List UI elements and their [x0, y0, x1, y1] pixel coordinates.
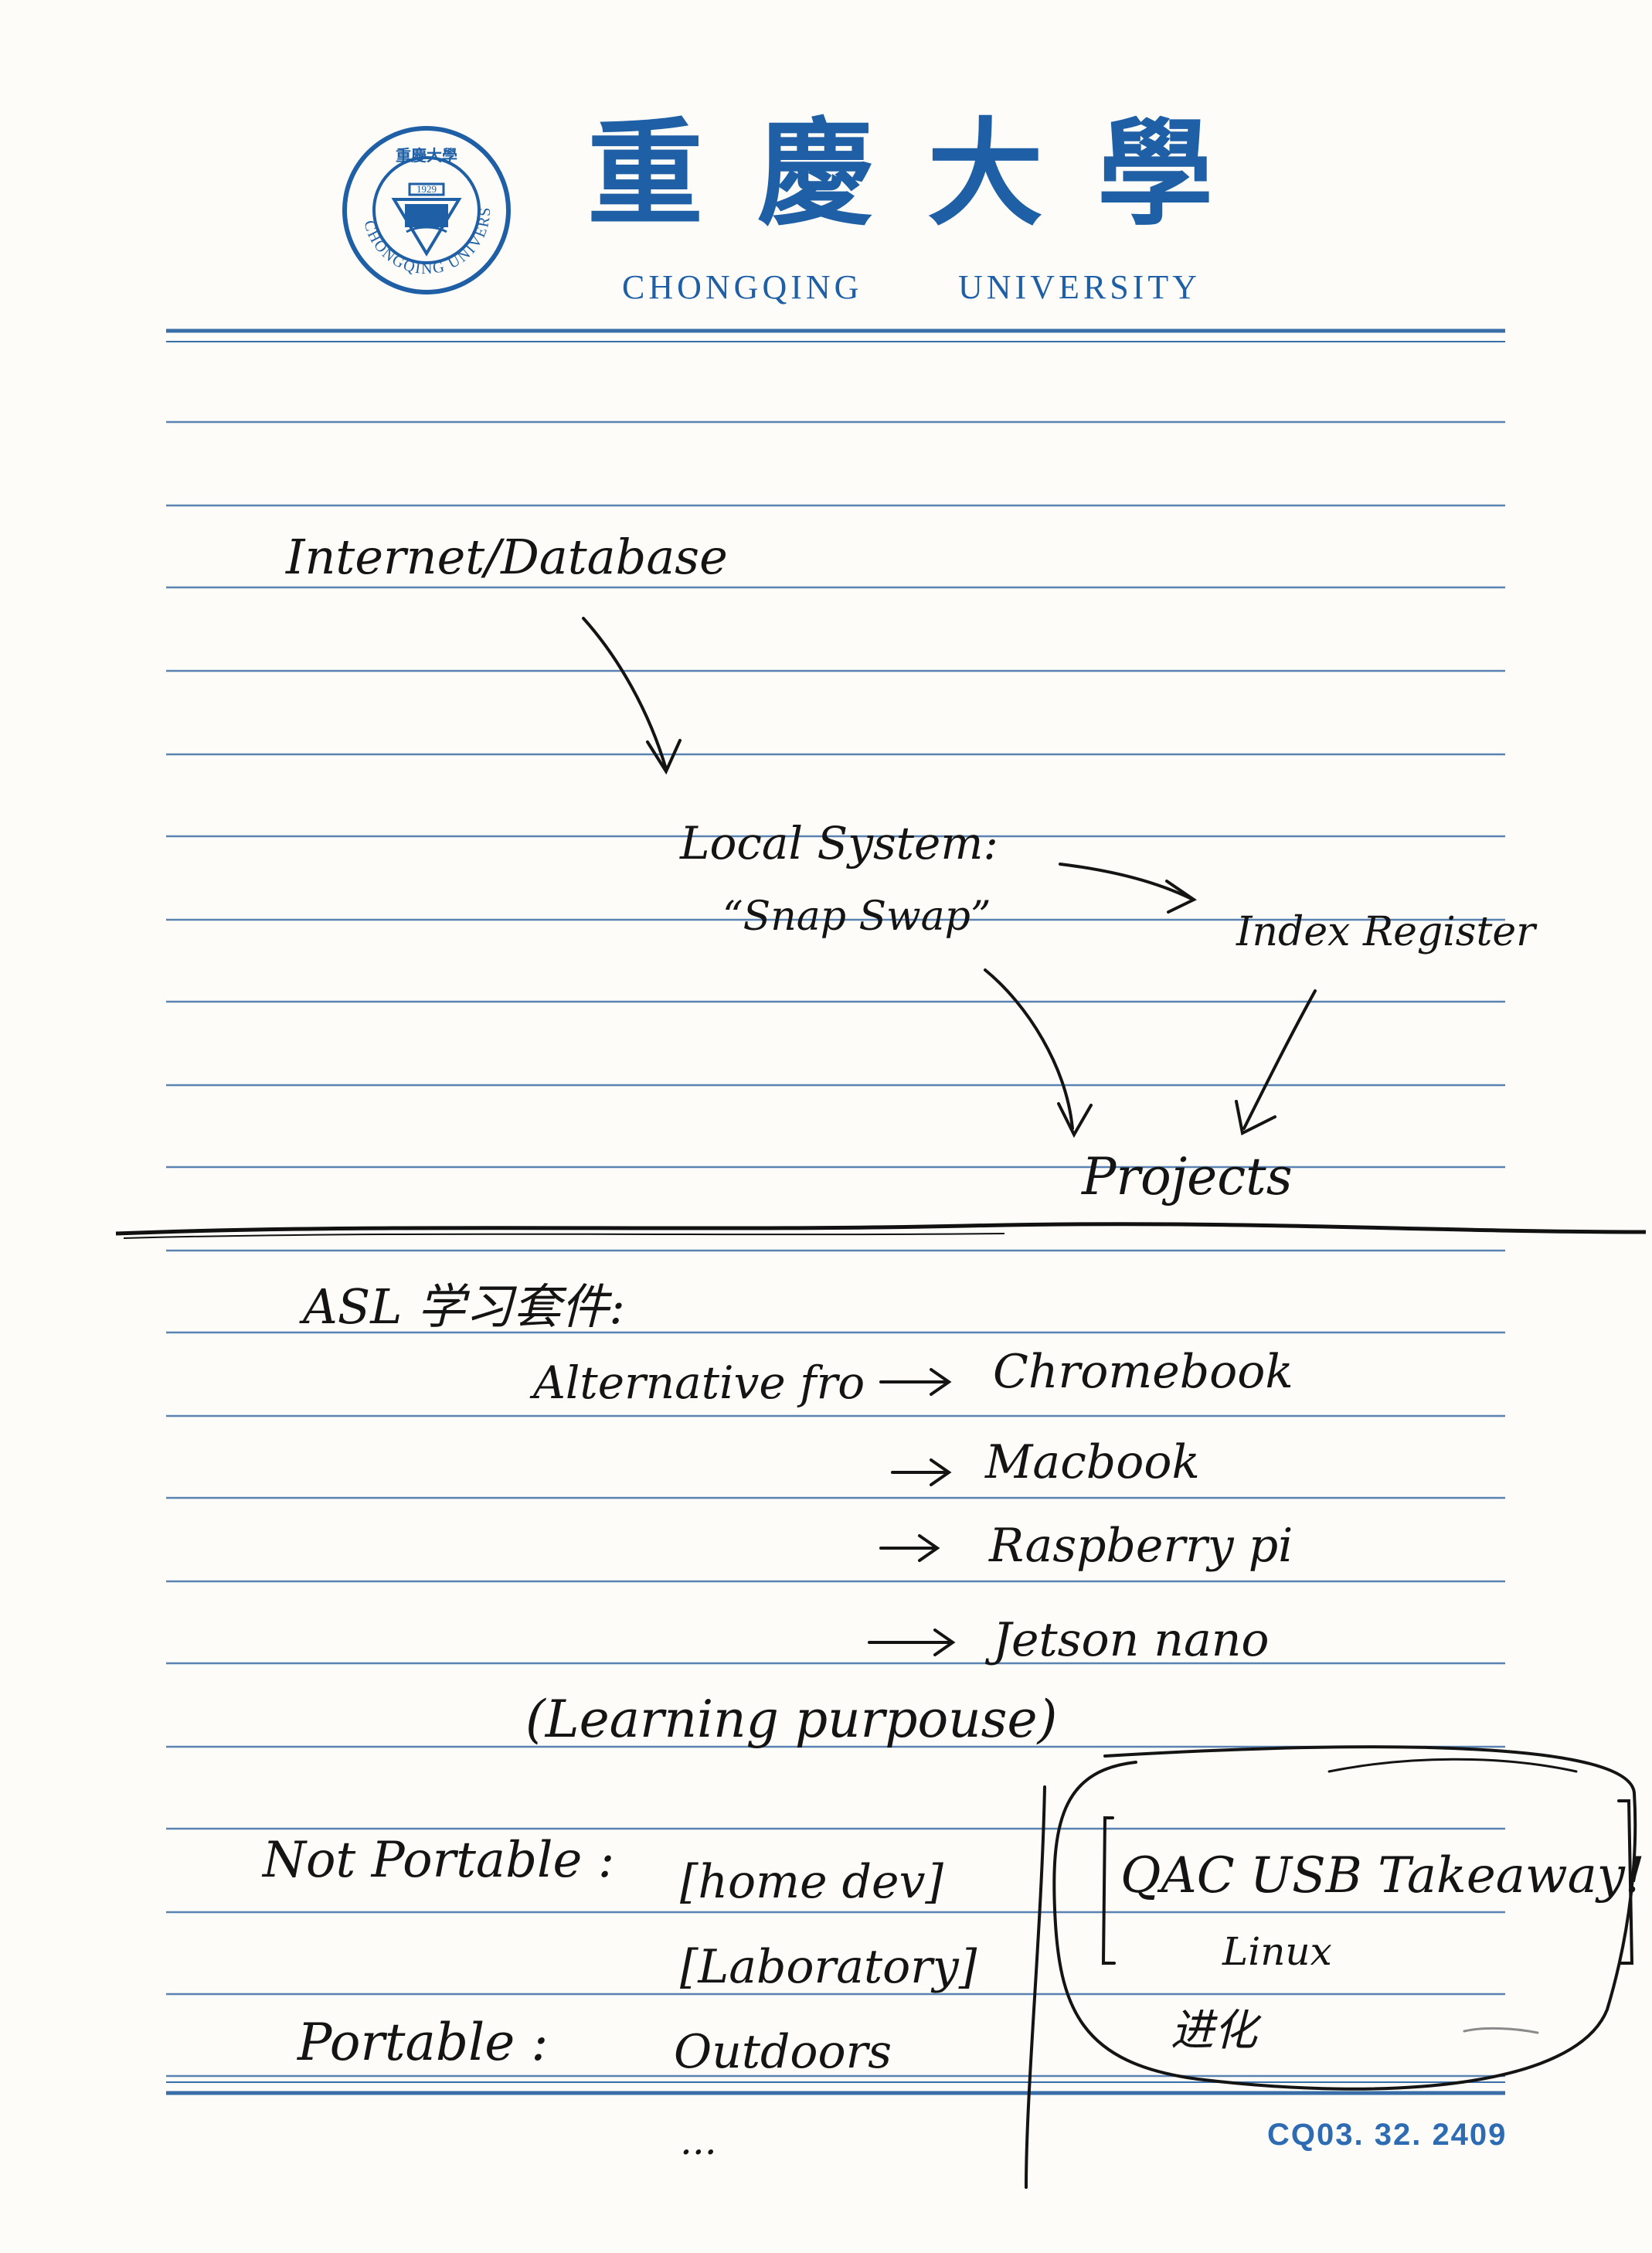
university-title-en-right: UNIVERSITY — [958, 268, 1201, 306]
university-title-zh: 重慶大學 — [587, 106, 1268, 242]
seal-top-text: 重慶大學 — [396, 146, 457, 165]
note-learning-purpose: (Learning purpouse) — [525, 1690, 1058, 1749]
note-local-system: Local System: — [680, 817, 998, 870]
paper-code: CQ03. 32. 2409 — [1267, 2118, 1508, 2152]
note-alternative-for: Alternative fro — [533, 1356, 865, 1409]
note-internet-database: Internet/Database — [286, 529, 728, 585]
note-progress: 进化 — [1171, 2006, 1257, 2056]
note-snap-swap: “Snap Swap” — [722, 893, 991, 940]
university-seal-icon: CHONGQING UNIVERSITY 1929 重慶大學 — [340, 124, 511, 294]
note-not-portable: Not Portable : — [263, 1832, 615, 1889]
note-alt-jetson-nano: Jetson nano — [993, 1613, 1270, 1667]
seal-year: 1929 — [416, 183, 437, 195]
note-outdoors: Outdoors — [674, 2025, 892, 2079]
note-ellipsis: ... — [680, 2119, 717, 2163]
note-laboratory: [Laboratory] — [680, 1940, 977, 1994]
note-alt-chromebook: Chromebook — [993, 1345, 1293, 1399]
note-home-dev: [home dev] — [680, 1855, 943, 1909]
university-title-en-left: CHONGQING — [622, 268, 863, 306]
note-alt-macbook: Macbook — [985, 1435, 1200, 1489]
note-qac-usb-takeaway: QAC USB Takeaway! — [1120, 1847, 1645, 1904]
note-alt-raspberry-pi: Raspberry pi — [989, 1519, 1293, 1573]
note-projects: Projects — [1082, 1147, 1293, 1206]
note-asl-heading: ASL 学习套件: — [303, 1278, 626, 1335]
note-index-register: Index Register — [1236, 909, 1536, 955]
note-portable: Portable : — [297, 2013, 549, 2072]
note-linux: Linux — [1222, 1929, 1332, 1974]
